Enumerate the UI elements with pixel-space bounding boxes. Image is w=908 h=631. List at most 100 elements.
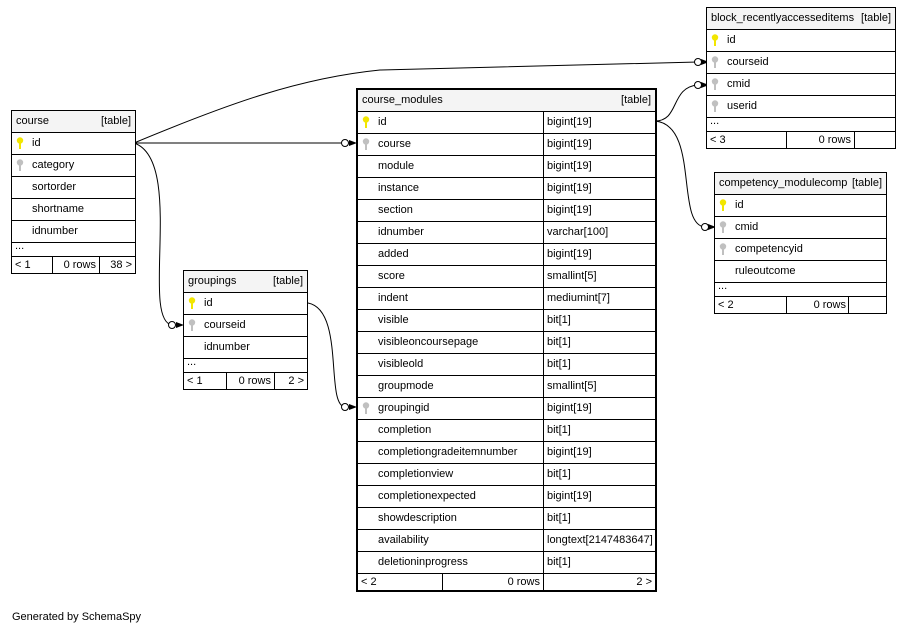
link-course-to-groupings: [133, 142, 173, 326]
primary-key-icon: [719, 199, 727, 212]
table-header[interactable]: competency_modulecomp [table]: [715, 173, 886, 195]
column-name: id: [727, 34, 736, 46]
more-indicator: ...: [718, 280, 728, 292]
row-count: 0 rows: [226, 373, 274, 389]
column-name: ruleoutcome: [735, 265, 796, 277]
arrowhead: [176, 322, 184, 328]
primary-key-icon: [188, 297, 196, 310]
column-type: bit[1]: [543, 332, 571, 353]
row-count: 0 rows: [786, 132, 854, 148]
column-row[interactable]: courseid: [707, 52, 895, 74]
parents-count[interactable]: < 1: [187, 375, 203, 387]
column-type: bigint[19]: [543, 486, 592, 507]
foreign-key-icon: [711, 78, 719, 91]
parents-count[interactable]: < 2: [718, 299, 734, 311]
children-count[interactable]: [848, 297, 886, 313]
column-row[interactable]: id: [715, 195, 886, 217]
column-name: id: [735, 199, 744, 211]
more-indicator: ...: [710, 115, 720, 127]
column-row[interactable]: id: [12, 133, 135, 155]
column-type: bit[1]: [543, 354, 571, 375]
foreign-key-icon: [719, 243, 727, 256]
table-course[interactable]: course [table] id category sortorder sho…: [11, 110, 136, 274]
column-row[interactable]: visibleold bit[1]: [358, 354, 655, 376]
column-type: bit[1]: [543, 552, 571, 573]
column-row[interactable]: category: [12, 155, 135, 177]
column-type: bit[1]: [543, 464, 571, 485]
column-name: id: [204, 297, 213, 309]
column-row[interactable]: competencyid: [715, 239, 886, 261]
column-name: id: [378, 116, 387, 128]
column-row[interactable]: sortorder: [12, 177, 135, 199]
column-type: longtext[2147483647]: [543, 530, 653, 551]
more-columns: ...: [715, 280, 886, 297]
column-name: cmid: [727, 78, 751, 90]
table-header[interactable]: course [table]: [12, 111, 135, 133]
table-type: [table]: [852, 177, 882, 189]
more-indicator: ...: [15, 240, 25, 252]
column-name: courseid: [204, 319, 246, 331]
table-header[interactable]: block_recentlyaccesseditems [table]: [707, 8, 895, 30]
column-row[interactable]: idnumber: [12, 221, 135, 243]
column-row[interactable]: idnumber: [184, 337, 307, 359]
column-row[interactable]: ruleoutcome: [715, 261, 886, 283]
children-count[interactable]: [854, 132, 895, 148]
table-footer: < 1 0 rows 38 >: [12, 257, 135, 273]
arrowhead: [349, 140, 357, 146]
children-count[interactable]: 38 >: [99, 257, 135, 273]
arrowhead: [349, 404, 357, 410]
column-name: visible: [378, 314, 409, 326]
table-groupings[interactable]: groupings [table] id courseid idnumber .…: [183, 270, 308, 390]
column-row[interactable]: userid: [707, 96, 895, 118]
column-name: visibleold: [378, 358, 424, 370]
column-name: module: [378, 160, 415, 172]
parents-count[interactable]: < 3: [710, 134, 726, 146]
column-row[interactable]: courseid: [184, 315, 307, 337]
children-count[interactable]: 2 >: [274, 373, 307, 389]
column-row[interactable]: id: [707, 30, 895, 52]
column-type: bigint[19]: [543, 398, 592, 419]
column-name: groupingid: [378, 402, 430, 414]
table-name: course_modules: [362, 94, 443, 106]
arrowhead: [708, 224, 716, 230]
column-row[interactable]: id: [184, 293, 307, 315]
table-header[interactable]: course_modules [table]: [358, 90, 655, 112]
table-name: block_recentlyaccesseditems: [711, 12, 855, 24]
column-row[interactable]: shortname: [12, 199, 135, 221]
column-name: course: [378, 138, 412, 150]
column-row[interactable]: groupingid bigint[19]: [358, 398, 655, 420]
parents-count[interactable]: < 2: [361, 576, 377, 588]
table-footer: < 2 0 rows 2 >: [358, 574, 655, 590]
column-name: score: [378, 270, 405, 282]
table-competency-modulecomp[interactable]: competency_modulecomp [table] id cmid co…: [714, 172, 887, 314]
column-row[interactable]: cmid: [715, 217, 886, 239]
column-row[interactable]: cmid: [707, 74, 895, 96]
children-count[interactable]: 2 >: [543, 574, 655, 590]
parents-count[interactable]: < 1: [15, 259, 31, 271]
table-header[interactable]: groupings [table]: [184, 271, 307, 293]
primary-key-icon: [362, 116, 370, 129]
table-block-recentlyaccesseditems[interactable]: block_recentlyaccesseditems [table] id c…: [706, 7, 896, 149]
table-footer: < 3 0 rows: [707, 132, 895, 148]
